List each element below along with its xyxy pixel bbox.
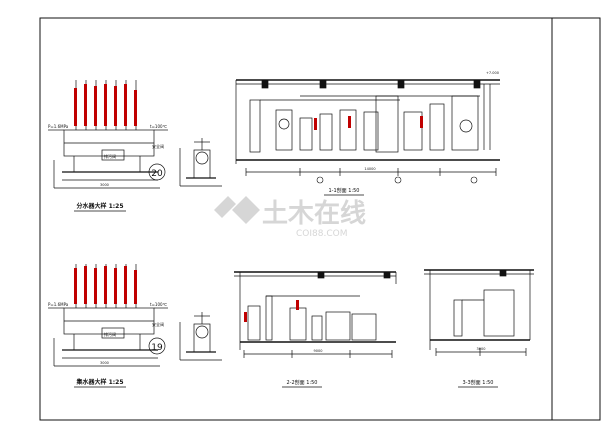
section-2-title: 2-2剖面 1:50: [287, 379, 318, 386]
elevation-top-label: +7.000: [486, 71, 499, 75]
section-1-axis-markers: [316, 176, 478, 184]
collector-drain-label: 排污阀: [104, 331, 116, 337]
collector-side-view: [179, 312, 222, 361]
divider-length-dim: 3000: [100, 183, 109, 187]
section-3-drawing: [424, 269, 534, 356]
section-1-title: 1-1剖面 1:50: [329, 187, 360, 194]
section-1-red-tags: [314, 116, 423, 130]
section-3-title: 3-3剖面 1:50: [463, 379, 494, 386]
divider-pressure-label: P=1.6MPa: [48, 124, 69, 129]
section-1-dim-total: 14000: [364, 167, 375, 171]
collector-detail: [48, 264, 168, 367]
collector-badge-circle: [148, 337, 166, 355]
divider-drain-label: 排污阀: [104, 153, 116, 159]
section-2-red-tags: [244, 300, 299, 322]
collector-pipe-labels: [74, 266, 137, 304]
section-2-dim-total: 9000: [314, 349, 323, 353]
collector-temp-label: t=100℃: [150, 302, 168, 307]
divider-pipe-labels: [74, 84, 137, 126]
section-1-drawing: [235, 79, 500, 176]
collector-badge: 19: [151, 343, 163, 353]
safety-valve-label-2: 安全阀: [152, 321, 164, 327]
watermark-logo-icon: [214, 196, 260, 224]
divider-temp-label: t=100℃: [150, 124, 168, 129]
divider-badge: 20: [151, 169, 163, 179]
section-2-drawing: [234, 271, 397, 358]
collector-pressure-label: P=1.6MPa: [48, 302, 69, 307]
collector-length-dim: 3000: [100, 361, 109, 365]
divider-side-view: [179, 138, 222, 187]
watermark-url: COI88.COM: [296, 229, 347, 239]
divider-detail-title: 分水器大样 1:25: [76, 202, 123, 210]
sheet-border: [39, 17, 601, 421]
watermark: 土木在线 COI88.COM: [214, 196, 366, 239]
divider-badge-circle: [148, 163, 166, 181]
watermark-name: 土木在线: [262, 199, 366, 229]
collector-detail-title: 集水器大样 1:25: [75, 378, 123, 386]
section-3-dim-total: 3000: [477, 347, 486, 351]
divider-detail: [48, 80, 168, 189]
safety-valve-label-1: 安全阀: [152, 143, 164, 149]
